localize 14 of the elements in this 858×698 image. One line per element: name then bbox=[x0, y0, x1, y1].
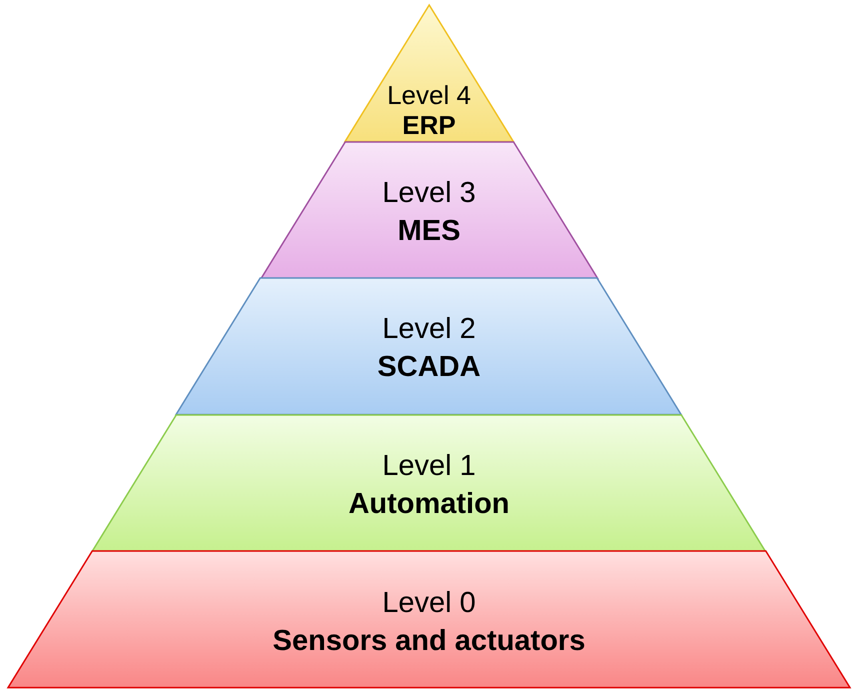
level-title: ERP bbox=[402, 110, 456, 140]
pyramid-level bbox=[176, 278, 682, 415]
level-number: Level 2 bbox=[382, 312, 476, 348]
pyramid-level bbox=[8, 551, 850, 688]
level-title: SCADA bbox=[377, 350, 481, 386]
level-number: Level 3 bbox=[382, 176, 476, 211]
level-title: MES bbox=[398, 214, 460, 249]
level-number: Level 1 bbox=[382, 449, 476, 484]
pyramid-level bbox=[92, 414, 766, 552]
level-title: Automation bbox=[348, 487, 510, 522]
level-number: Level 4 bbox=[387, 80, 471, 110]
level-title: Sensors and actuators bbox=[272, 624, 586, 659]
level-number: Level 0 bbox=[382, 586, 476, 621]
pyramid-level bbox=[260, 142, 598, 278]
